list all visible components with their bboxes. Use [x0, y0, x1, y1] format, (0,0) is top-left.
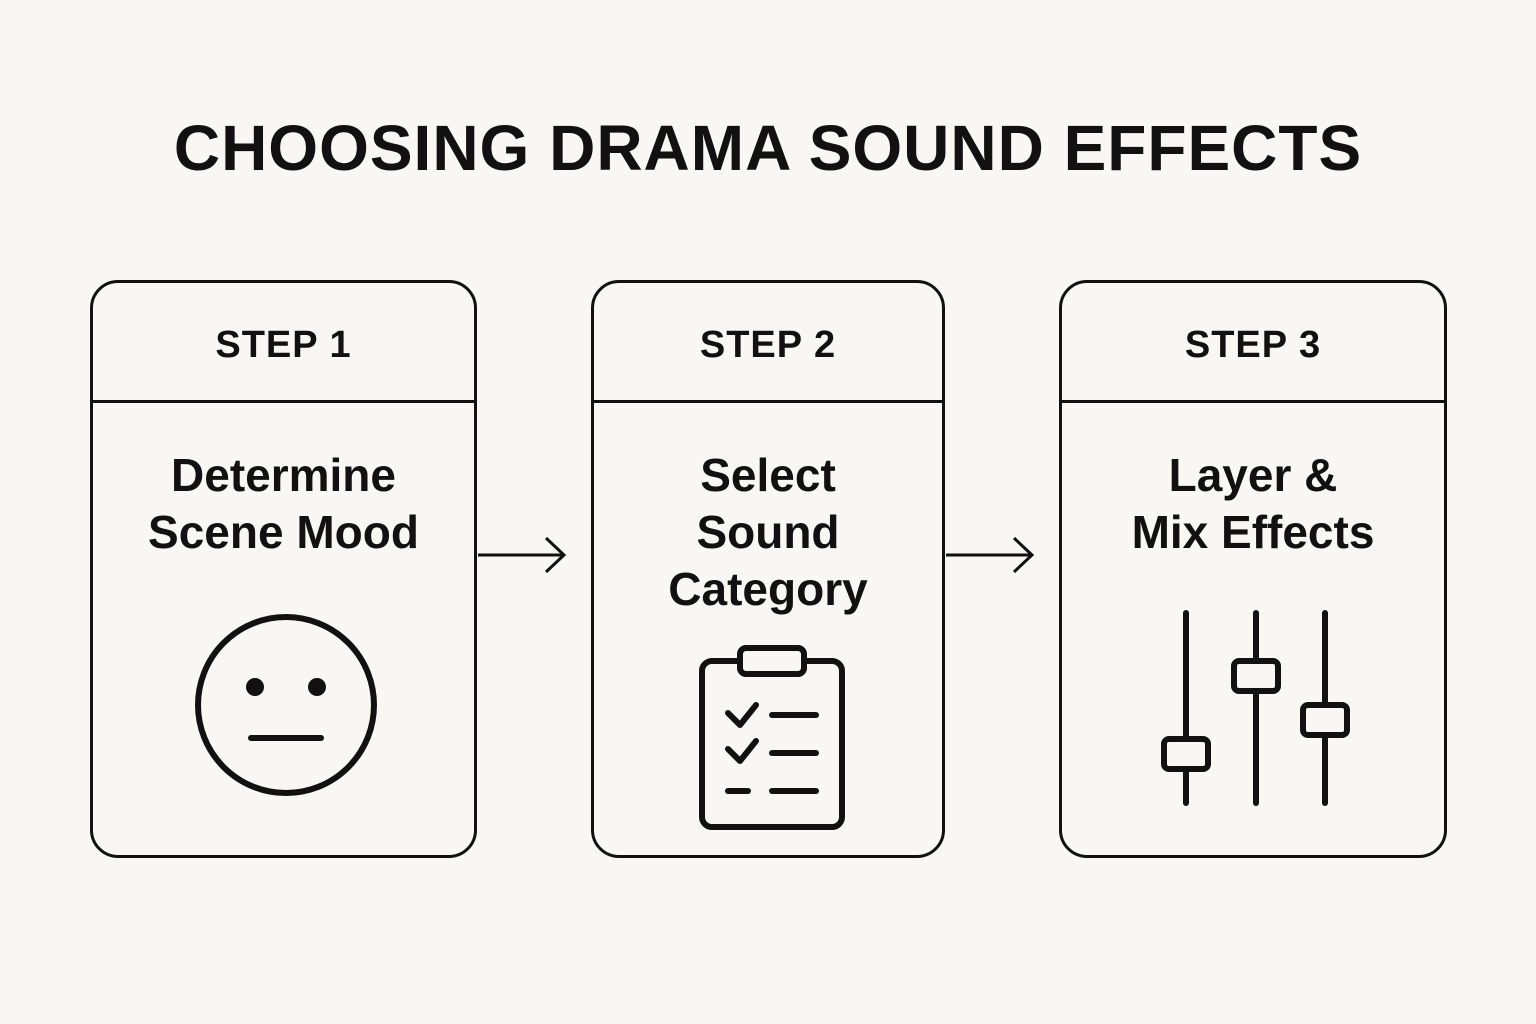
- step-card-3: STEP 3 Layer & Mix Effects: [1059, 280, 1447, 858]
- step-1-line-2: Scene Mood: [148, 506, 419, 558]
- step-1-line-1: Determine: [171, 449, 396, 501]
- step-2-line-2: Sound: [696, 506, 840, 558]
- step-3-line-2: Mix Effects: [1131, 506, 1375, 558]
- step-2-line-1: Select: [700, 449, 836, 501]
- mixer-sliders-icon: [1161, 610, 1350, 806]
- step-label-2: STEP 2: [594, 283, 942, 403]
- step-label-3: STEP 3: [1062, 283, 1444, 403]
- step-3-line-1: Layer &: [1168, 449, 1338, 501]
- clipboard-checklist-icon: [699, 645, 845, 830]
- page-title: CHOOSING DRAMA SOUND EFFECTS: [173, 112, 1363, 184]
- step-card-1: STEP 1 Determine Scene Mood: [90, 280, 477, 858]
- step-2-line-3: Category: [668, 563, 868, 615]
- step-description-2: Select Sound Category: [594, 403, 942, 618]
- step-label-1: STEP 1: [93, 283, 474, 403]
- arrow-right-icon: [946, 536, 1035, 574]
- step-description-3: Layer & Mix Effects: [1062, 403, 1444, 561]
- neutral-face-icon: [195, 614, 377, 796]
- arrow-right-icon: [478, 536, 567, 574]
- step-description-1: Determine Scene Mood: [93, 403, 474, 561]
- step-card-2: STEP 2 Select Sound Category: [591, 280, 945, 858]
